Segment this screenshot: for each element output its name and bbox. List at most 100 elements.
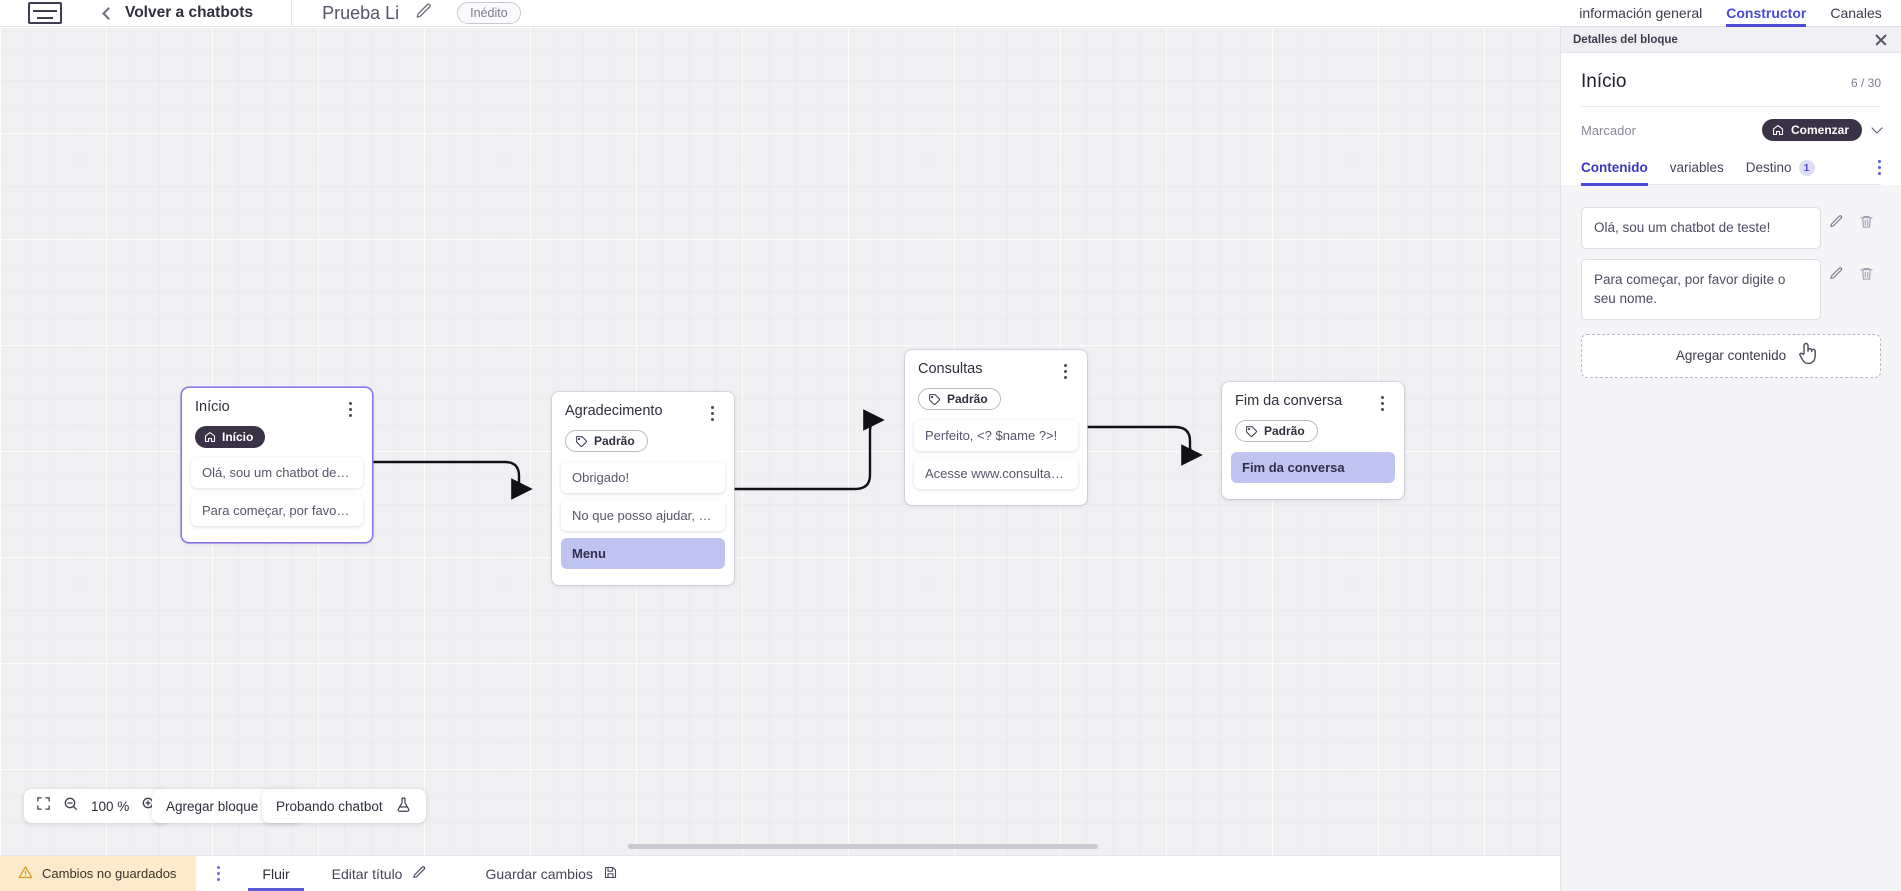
node-tag-row: Padrão [552,421,734,462]
panel-tabs-overflow-icon[interactable] [1878,160,1881,175]
panel-tab-variables[interactable]: variables [1670,151,1724,185]
marker-label: Marcador [1581,122,1636,138]
top-header: Volver a chatbots Prueba Li Inédito [0,0,1560,27]
save-icon [603,865,618,883]
add-block-label: Agregar bloque [166,798,259,814]
fit-screen-icon[interactable] [36,796,51,816]
tab-informacion-general[interactable]: información general [1579,0,1702,27]
unsaved-changes-label: Cambios no guardados [42,866,177,881]
publish-status-badge: Inédito [457,2,521,24]
content-item-edit-icon[interactable] [1821,259,1851,281]
block-details-panel: Detalles del bloque Início 6 / 30 Marcad… [1560,27,1901,891]
node-tag-label: Padrão [594,434,635,448]
save-changes-button[interactable]: Guardar cambios [465,856,637,891]
node-bubble[interactable]: Perfeito, <? $name ?>! [914,419,1078,451]
test-chatbot-button[interactable]: Probando chatbot [262,789,426,823]
tab-fluir[interactable]: Fluir [240,856,311,891]
node-tag-label: Início [222,430,254,444]
node-tag-label: Padrão [947,392,988,406]
content-item-delete-icon[interactable] [1851,259,1881,281]
node-tag-start[interactable]: Início [195,426,266,448]
node-title: Fim da conversa [1235,393,1343,409]
content-item: Olá, sou um chatbot de teste! [1581,207,1881,249]
tag-icon [576,435,587,447]
content-item: Para começar, por favor digite o seu nom… [1581,258,1881,320]
node-bubble[interactable]: Olá, sou um chatbot de teste! [191,457,363,488]
chevron-down-icon[interactable] [1871,122,1883,134]
node-header: Agradecimento [552,392,734,421]
edit-bot-name-icon[interactable] [415,2,433,25]
tab-canales[interactable]: Canales [1830,0,1881,27]
content-item-edit-icon[interactable] [1821,207,1851,229]
panel-header: Detalles del bloque [1561,27,1901,53]
header-divider [291,0,293,27]
pencil-icon [412,865,427,883]
panel-tab-contenido[interactable]: Contenido [1581,151,1648,186]
node-tag-default[interactable]: Padrão [1235,420,1318,442]
zoom-level-label: 100 % [91,798,130,814]
content-list: Olá, sou um chatbot de teste! Para começ… [1561,185,1901,320]
node-tag-row: Padrão [1222,411,1404,452]
flow-node-fim-da-conversa[interactable]: Fim da conversa Padrão Fim da conversa [1222,382,1404,499]
tab-label: información general [1579,5,1703,21]
node-bubble[interactable]: Para começar, por favor digite o ... [191,495,363,526]
edit-title-button[interactable]: Editar título [312,856,448,891]
zoom-toolbar: 100 % [24,789,170,823]
app-logo-icon [28,2,62,24]
panel-tab-strip: Contenido variables Destino 1 [1581,151,1881,186]
node-bubble-menu[interactable]: Menu [561,537,725,569]
node-bubble-menu[interactable]: Fim da conversa [1231,451,1395,483]
zoom-out-icon[interactable] [63,796,79,817]
panel-tab-badge: 1 [1798,159,1815,176]
marker-chip-label: Comenzar [1790,123,1849,137]
bottom-bar-menu-icon[interactable] [196,856,240,891]
flow-node-agradecimento[interactable]: Agradecimento Padrão Obrigado! No que po… [552,392,734,585]
flow-canvas[interactable]: Início Início Olá, sou um chatbot de tes… [0,27,1560,855]
node-menu-icon[interactable] [341,399,359,417]
node-title: Consultas [918,361,983,377]
panel-tab-label: variables [1669,160,1724,175]
tab-constructor[interactable]: Constructor [1726,0,1807,27]
panel-body: Início 6 / 30 Marcador Comenzar Contenid… [1561,53,1901,186]
flask-icon [395,796,412,816]
flow-node-inicio[interactable]: Início Início Olá, sou um chatbot de tes… [182,388,372,542]
node-menu-icon[interactable] [1373,393,1391,411]
bot-name: Prueba Li [322,2,400,23]
canvas-horizontal-scrollbar[interactable] [628,844,1098,849]
panel-tab-destino[interactable]: Destino 1 [1746,151,1815,185]
add-content-button[interactable]: Agregar contenido [1581,333,1881,378]
node-menu-icon[interactable] [1056,361,1074,379]
content-item-text[interactable]: Olá, sou um chatbot de teste! [1581,207,1821,249]
close-icon[interactable] [1873,32,1889,48]
node-bubble[interactable]: Acesse www.consultas.com par... [914,457,1078,489]
tag-icon [929,393,940,405]
block-title-row: Início 6 / 30 [1581,53,1881,107]
node-bubble[interactable]: No que posso ajudar, <? $Name ... [561,499,725,531]
back-to-chatbots-link[interactable]: Volver a chatbots [102,4,254,22]
back-to-chatbots-label: Volver a chatbots [125,4,254,21]
tag-icon [1246,425,1257,437]
node-tag-default[interactable]: Padrão [918,388,1001,410]
node-header: Consultas [905,350,1087,379]
block-title: Início [1581,71,1627,92]
content-item-text[interactable]: Para começar, por favor digite o seu nom… [1581,258,1821,320]
node-tag-row: Padrão [905,379,1087,420]
marker-row: Marcador Comenzar [1581,107,1883,151]
node-bubble[interactable]: Obrigado! [561,461,725,493]
add-content-label: Agregar contenido [1675,348,1787,364]
node-menu-icon[interactable] [703,403,721,421]
tab-label: Canales [1830,5,1882,21]
edit-title-label: Editar título [331,865,403,882]
content-item-delete-icon[interactable] [1851,207,1881,229]
warning-icon [18,865,33,883]
node-tag-label: Padrão [1264,424,1305,438]
chevron-left-icon [102,6,115,20]
node-tag-default[interactable]: Padrão [565,430,648,452]
flow-node-consultas[interactable]: Consultas Padrão Perfeito, <? $name ?>! … [905,350,1087,505]
block-char-count: 6 / 30 [1850,76,1881,90]
node-header: Início [182,388,372,417]
panel-header-title: Detalles del bloque [1573,33,1678,46]
right-tab-strip: información general Constructor Canales [1560,0,1901,27]
marker-chip-comenzar[interactable]: Comenzar [1761,119,1862,141]
